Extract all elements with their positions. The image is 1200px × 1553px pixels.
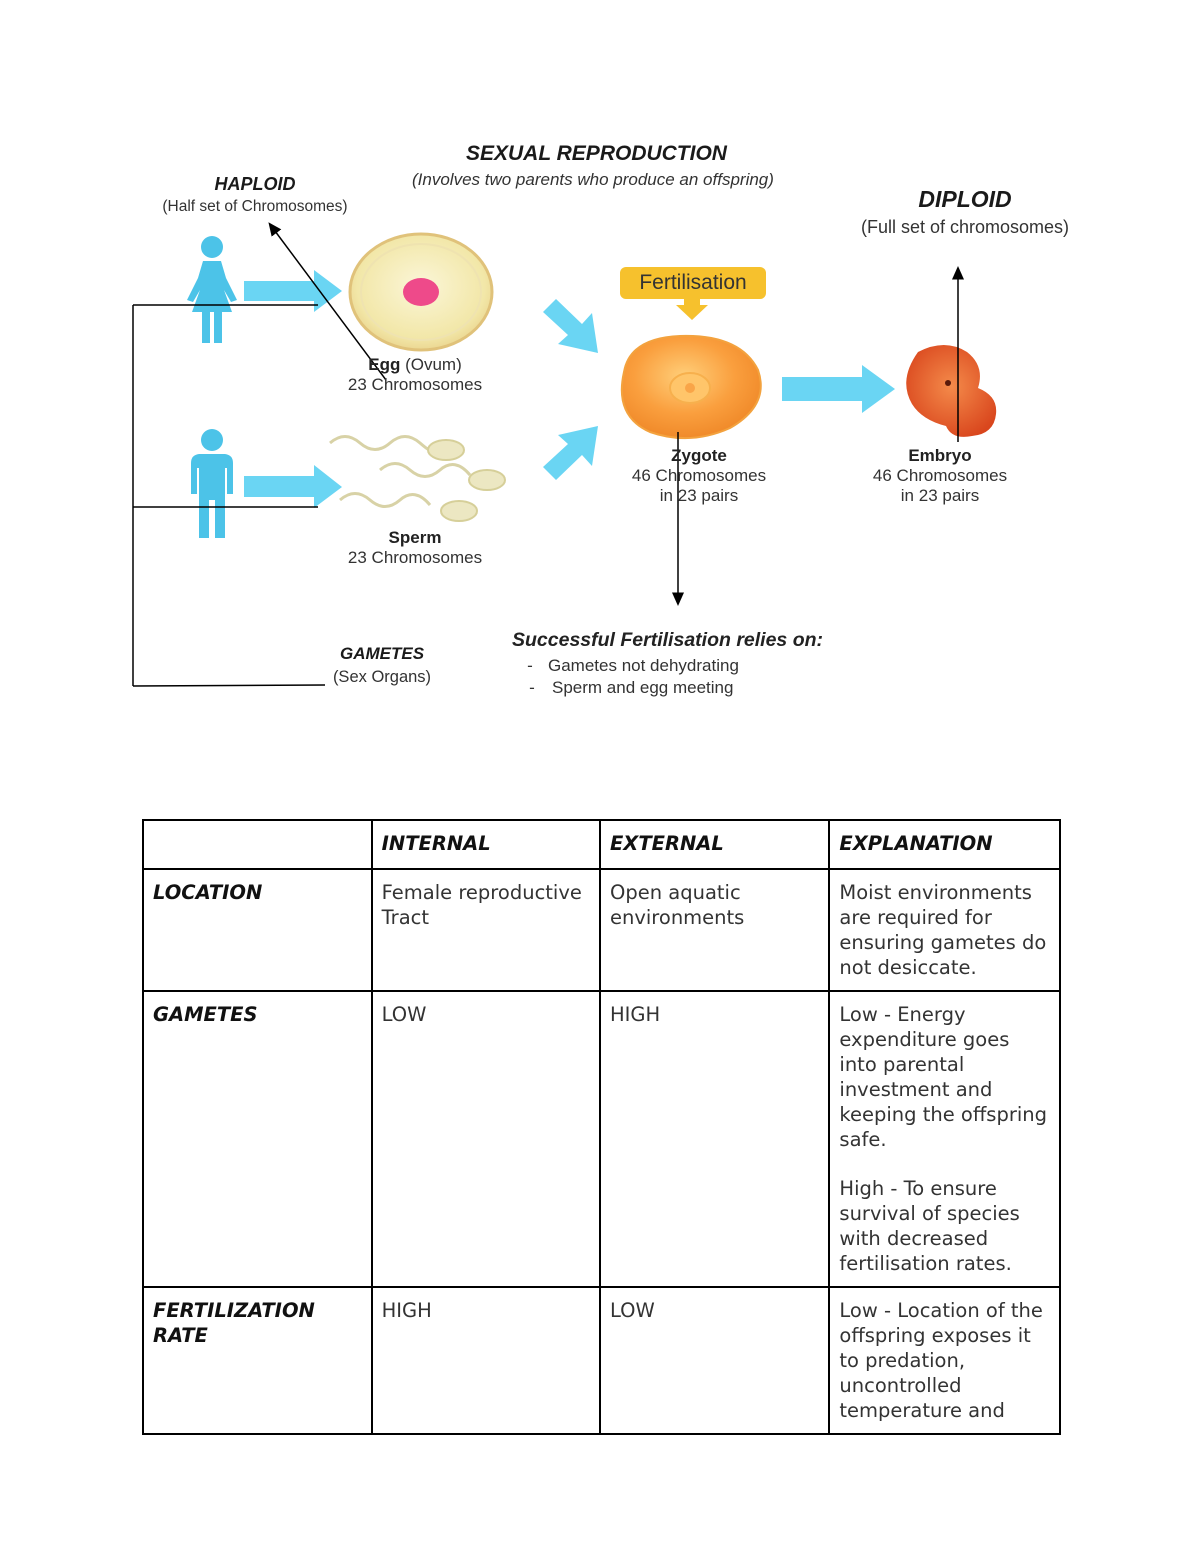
sperm-chromosomes: 23 Chromosomes: [347, 548, 483, 567]
table-header-row: INTERNAL EXTERNAL EXPLANATION: [142, 819, 1061, 870]
cell-external: HIGH: [598, 990, 831, 1288]
row-label: GAMETES: [142, 990, 373, 1288]
table-row: GAMETES LOW HIGH Low - Energy expenditur…: [142, 990, 1061, 1288]
haploid-subtitle: (Half set of Chromosomes): [162, 198, 348, 215]
cell-internal: LOW: [370, 990, 601, 1288]
success-title: Successful Fertilisation relies on:: [512, 629, 824, 651]
comparison-table: INTERNAL EXTERNAL EXPLANATION LOCATION F…: [142, 819, 1061, 1435]
zygote-pairs: in 23 pairs: [659, 486, 739, 505]
gametes-bracket: [132, 304, 326, 687]
diploid-label: DIPLOID (Full set of chromosomes): [840, 186, 1090, 238]
diploid-title: DIPLOID: [918, 186, 1012, 212]
fertilisation-down-arrow: [676, 297, 708, 320]
table-row: LOCATION Female reproductive Tract Open …: [142, 868, 1061, 992]
egg-chromosomes: 23 Chromosomes: [347, 375, 483, 394]
egg-cell-icon: [348, 232, 494, 352]
haploid-label: HAPLOID (Half set of Chromosomes): [150, 174, 360, 216]
cell-internal: Female reproductive Tract: [370, 868, 601, 992]
embryo-label: Embryo 46 Chromosomes in 23 pairs: [855, 446, 1025, 506]
zygote-name: Zygote: [671, 446, 727, 465]
female-figure-icon: [187, 236, 237, 343]
arrow-female-to-egg: [244, 270, 342, 312]
diagram-graphics: [132, 222, 997, 687]
gametes-subtitle: (Sex Organs): [332, 668, 432, 686]
header-cell-empty: [142, 819, 373, 870]
embryo-icon: [906, 345, 997, 437]
cell-external: Open aquatic environments: [598, 868, 831, 992]
diagram-subtitle: (Involves two parents who produce an off…: [412, 170, 774, 189]
success-box: Successful Fertilisation relies on: -Gam…: [512, 629, 872, 698]
arrow-zygote-to-embryo: [782, 365, 895, 413]
embryo-name: Embryo: [908, 446, 972, 465]
row-label: FERTILIZATION RATE: [142, 1286, 373, 1435]
arrow-egg-to-zygote: [543, 299, 598, 353]
header-internal: INTERNAL: [370, 819, 601, 870]
sperm-label: Sperm 23 Chromosomes: [330, 528, 500, 568]
embryo-chromosomes: 46 Chromosomes: [872, 466, 1008, 485]
header-explanation: EXPLANATION: [828, 819, 1061, 870]
sperm-cells-icon: [329, 435, 506, 522]
embryo-pairs: in 23 pairs: [900, 486, 980, 505]
success-item: -Gametes not dehydrating: [527, 656, 739, 675]
success-item: -Sperm and egg meeting: [529, 678, 734, 697]
male-figure-icon: [191, 429, 233, 538]
arrow-male-to-sperm: [244, 465, 342, 508]
arrow-sperm-to-zygote: [543, 426, 598, 480]
haploid-title: HAPLOID: [214, 174, 296, 194]
zygote-cell-icon: [620, 334, 762, 440]
fertilisation-label: Fertilisation: [620, 267, 766, 299]
cell-explanation: Low - Location of the offspring exposes …: [828, 1286, 1061, 1435]
haploid-pointer-arrow: [268, 222, 387, 381]
table-row: FERTILIZATION RATE HIGH LOW Low - Locati…: [142, 1286, 1061, 1435]
zygote-chromosomes: 46 Chromosomes: [631, 466, 767, 485]
egg-label: Egg (Ovum) 23 Chromosomes: [330, 355, 500, 395]
cell-external: LOW: [598, 1286, 831, 1435]
diagram-title: SEXUAL REPRODUCTION: [466, 142, 727, 165]
egg-name: Egg: [368, 355, 401, 374]
cell-explanation: Low - Energy expenditure goes into paren…: [828, 990, 1061, 1288]
cell-explanation: Moist environments are required for ensu…: [828, 868, 1061, 992]
egg-name-suffix: (Ovum): [405, 355, 462, 374]
gametes-title: GAMETES: [339, 644, 425, 663]
row-label: LOCATION: [142, 868, 373, 992]
gametes-label: GAMETES (Sex Organs): [322, 644, 442, 687]
diploid-subtitle: (Full set of chromosomes): [860, 217, 1070, 237]
header-external: EXTERNAL: [598, 819, 831, 870]
cell-internal: HIGH: [370, 1286, 601, 1435]
zygote-label: Zygote 46 Chromosomes in 23 pairs: [614, 446, 784, 506]
sperm-name: Sperm: [388, 528, 442, 547]
